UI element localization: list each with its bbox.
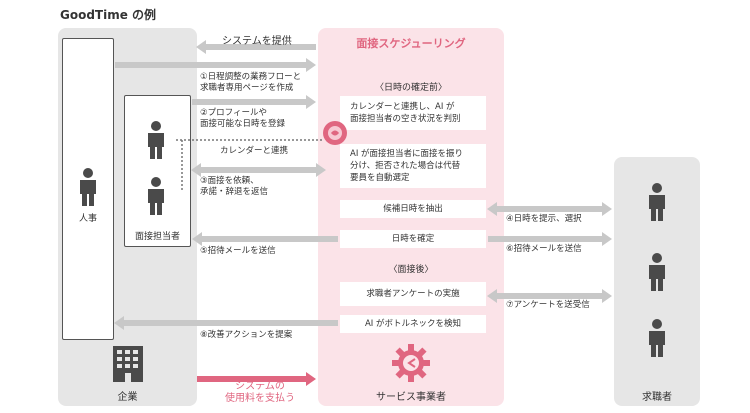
ai-assign-line3: 要員を自動選定 bbox=[350, 173, 410, 183]
arrow-provide bbox=[196, 40, 316, 54]
step1-label: ①日程調整の業務フローと 求職者専用ページを作成 bbox=[200, 72, 301, 94]
arrow-step1 bbox=[115, 58, 316, 72]
company-label: 企業 bbox=[117, 392, 138, 403]
arrow-step2 bbox=[192, 95, 316, 109]
step8-label: ⑧改善アクションを提案 bbox=[200, 330, 293, 340]
calendar-ai-line2: 面接担当者の空き状況を判別 bbox=[350, 114, 461, 124]
arrow-step7 bbox=[487, 289, 612, 303]
step2-line1: ②プロフィールや bbox=[200, 108, 267, 118]
person-icon bbox=[148, 121, 164, 159]
step2-label: ②プロフィールや 面接可能な日時を登録 bbox=[200, 108, 285, 130]
ai-assign-line2: 分け、拒否された場合は代替 bbox=[350, 161, 461, 171]
calendar-ai-line1: カレンダーと連携し、AI が bbox=[350, 102, 455, 112]
interviewer-label: 面接担当者 bbox=[134, 232, 180, 242]
arrow-pay bbox=[197, 372, 316, 386]
pay-line2: 使用料を支払う bbox=[225, 393, 295, 404]
person-icon bbox=[649, 319, 665, 357]
person-icon bbox=[649, 183, 665, 221]
calendar-link-label: カレンダーと連携 bbox=[220, 146, 289, 156]
step1-line1: ①日程調整の業務フローと bbox=[200, 72, 302, 82]
hr-label: 人事 bbox=[78, 214, 97, 224]
before-header: 〈日時の確定前〉 bbox=[374, 83, 447, 93]
person-icon bbox=[649, 253, 665, 291]
step3-label: ③面接を依頼、 承諾・辞退を返信 bbox=[200, 176, 268, 198]
step3-line1: ③面接を依頼、 bbox=[200, 176, 259, 186]
person-icon bbox=[148, 177, 164, 215]
step7-label: ⑦アンケートを送受信 bbox=[506, 300, 590, 310]
bottleneck-box: AI がボトルネックを検知 bbox=[340, 315, 486, 333]
provide-label: システムを提供 bbox=[222, 36, 292, 47]
brain-icon bbox=[323, 121, 347, 145]
step5-label: ⑤招待メールを送信 bbox=[200, 246, 276, 256]
step4-label: ④日時を提示、選択 bbox=[506, 214, 582, 224]
arrow-step5 bbox=[192, 232, 338, 246]
arrow-step6 bbox=[488, 232, 612, 246]
pay-line1: システムの bbox=[235, 381, 285, 392]
interviewer-box: 面接担当者 bbox=[124, 95, 191, 247]
step6-label: ⑥招待メールを送信 bbox=[506, 244, 582, 254]
diagram-title: GoodTime の例 bbox=[60, 8, 157, 22]
candidate-label: 求職者 bbox=[642, 392, 672, 403]
extract-dates-box: 候補日時を抽出 bbox=[340, 200, 486, 218]
confirm-date-box: 日時を確定 bbox=[340, 230, 486, 248]
gear-icon bbox=[392, 344, 430, 382]
service-title: 面接スケジューリング bbox=[356, 37, 466, 50]
arrow-step4 bbox=[487, 202, 612, 216]
step1-line2: 求職者専用ページを作成 bbox=[200, 83, 294, 93]
provider-label: サービス事業者 bbox=[376, 392, 446, 403]
pay-label: システムの 使用料を支払う bbox=[215, 381, 305, 405]
person-icon bbox=[80, 168, 96, 206]
calendar-ai-box: カレンダーと連携し、AI が 面接担当者の空き状況を判別 bbox=[340, 96, 486, 130]
arrow-step3 bbox=[191, 163, 326, 177]
ai-assign-box: AI が面接担当者に面接を振り 分け、拒否された場合は代替 要員を自動選定 bbox=[340, 144, 486, 188]
survey-box: 求職者アンケートの実施 bbox=[340, 282, 486, 306]
hr-box: 人事 bbox=[62, 38, 114, 340]
after-header: 〈面接後〉 bbox=[388, 265, 434, 275]
step3-line2: 承諾・辞退を返信 bbox=[200, 187, 269, 197]
arrow-step8 bbox=[114, 316, 338, 330]
step2-line2: 面接可能な日時を登録 bbox=[200, 119, 286, 129]
ai-assign-line1: AI が面接担当者に面接を振り bbox=[350, 149, 464, 159]
building-icon bbox=[113, 346, 143, 382]
